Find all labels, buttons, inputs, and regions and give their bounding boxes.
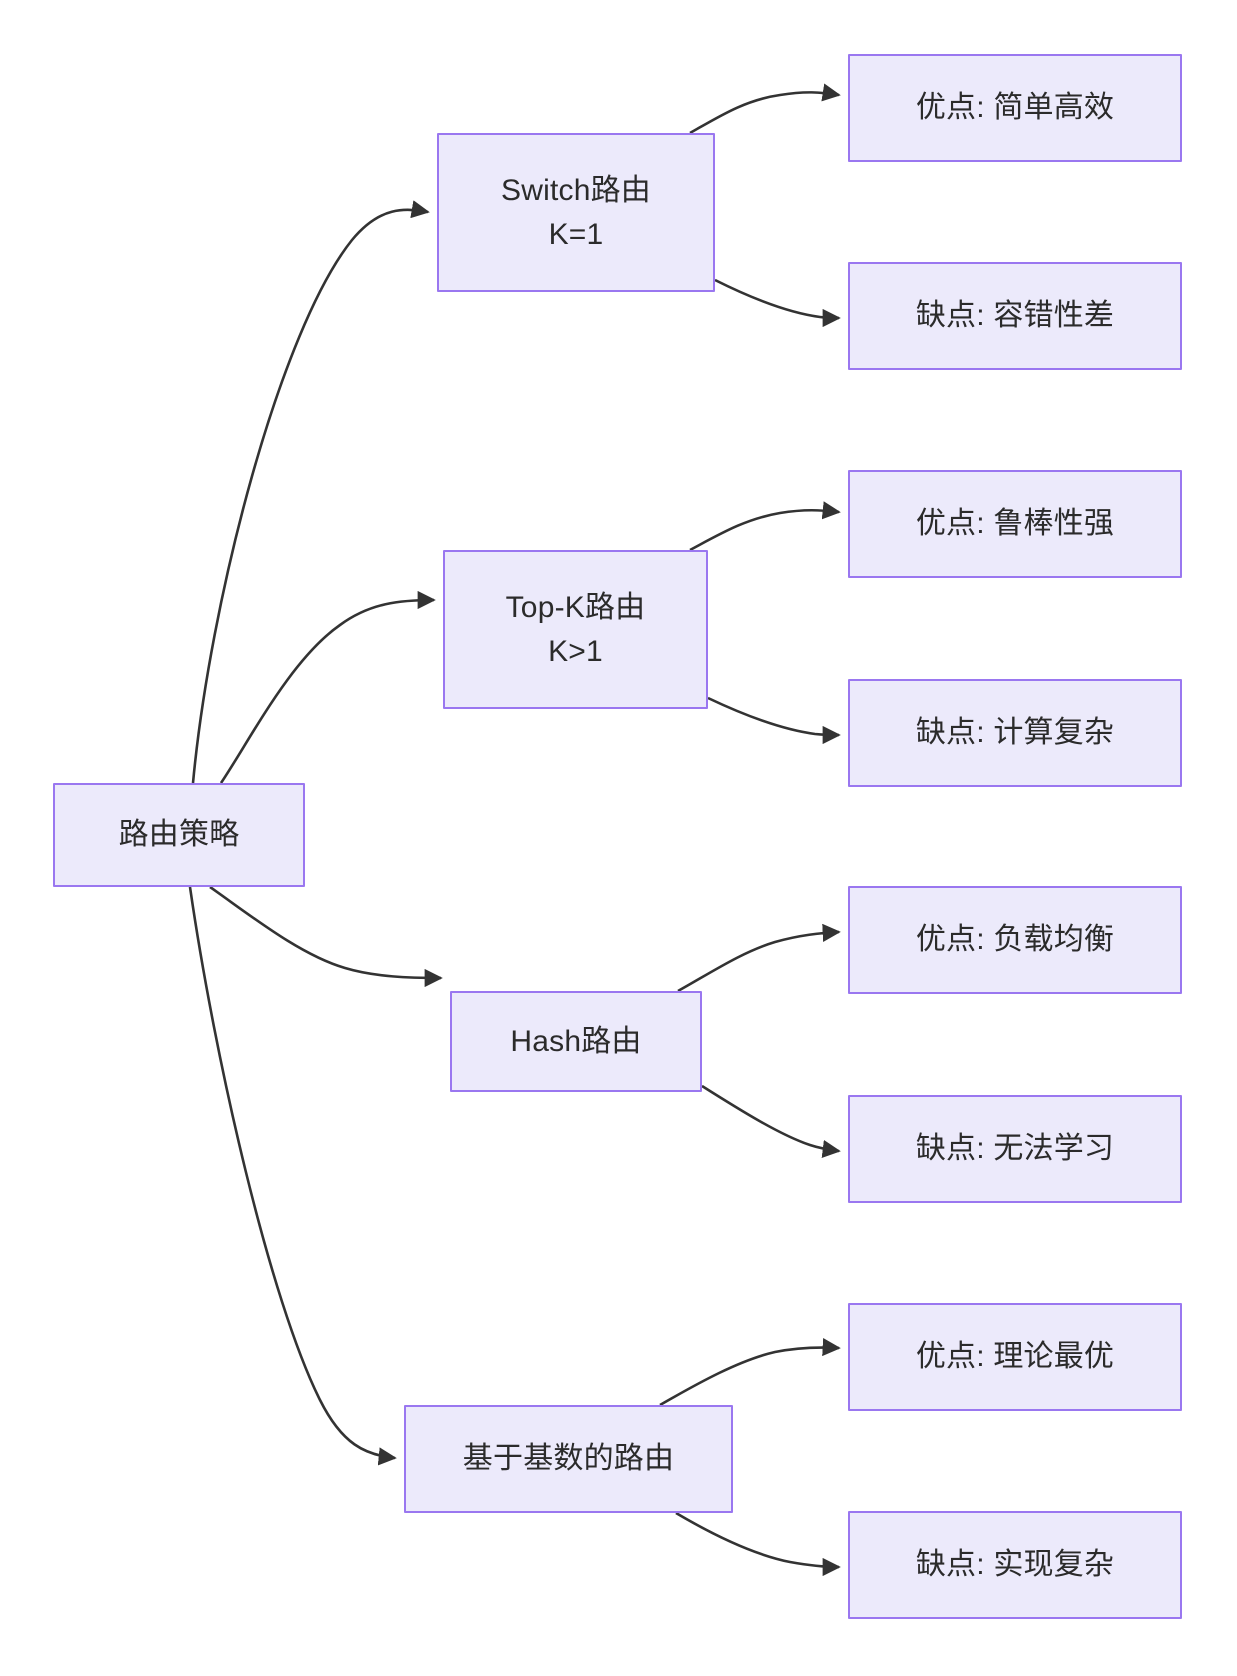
node-base-routing-label: 基于基数的路由	[462, 1442, 675, 1476]
node-base-pro[interactable]: 优点: 理论最优	[848, 1303, 1182, 1411]
edge-root-base	[188, 886, 397, 1466]
edge-topk-con	[707, 696, 841, 745]
edge-root-hash	[209, 885, 443, 988]
node-base-routing[interactable]: 基于基数的路由	[404, 1405, 733, 1513]
node-topk-pro-label: 优点: 鲁棒性强	[915, 507, 1115, 541]
edge-root-switch	[191, 200, 430, 784]
edge-base-con	[675, 1511, 841, 1577]
node-hash-con[interactable]: 缺点: 无法学习	[848, 1095, 1182, 1203]
node-topk-pro[interactable]: 优点: 鲁棒性强	[848, 470, 1182, 578]
node-hash-routing[interactable]: Hash路由	[450, 991, 702, 1092]
edge-hash-con	[701, 1084, 841, 1158]
node-base-con-label: 缺点: 实现复杂	[915, 1548, 1115, 1582]
node-switch-pro[interactable]: 优点: 简单高效	[848, 54, 1182, 162]
node-hash-pro[interactable]: 优点: 负载均衡	[848, 886, 1182, 994]
node-root[interactable]: 路由策略	[53, 783, 305, 887]
edge-switch-pro	[689, 83, 841, 135]
node-root-label: 路由策略	[118, 818, 240, 852]
node-topk-routing-label: Top-K路由 K>1	[505, 591, 646, 668]
edge-base-pro	[659, 1338, 841, 1407]
node-hash-con-label: 缺点: 无法学习	[915, 1132, 1115, 1166]
node-switch-routing[interactable]: Switch路由 K=1	[437, 133, 715, 292]
edge-switch-con	[714, 278, 841, 328]
node-switch-con-label: 缺点: 容错性差	[915, 299, 1115, 333]
node-topk-routing[interactable]: Top-K路由 K>1	[443, 550, 708, 709]
edge-hash-pro	[677, 923, 841, 993]
edge-root-topk	[219, 590, 436, 784]
node-topk-con[interactable]: 缺点: 计算复杂	[848, 679, 1182, 787]
node-hash-routing-label: Hash路由	[510, 1024, 642, 1058]
node-base-con[interactable]: 缺点: 实现复杂	[848, 1511, 1182, 1619]
node-base-pro-label: 优点: 理论最优	[915, 1340, 1115, 1374]
edge-topk-pro	[689, 501, 841, 552]
node-switch-con[interactable]: 缺点: 容错性差	[848, 262, 1182, 370]
node-hash-pro-label: 优点: 负载均衡	[915, 923, 1115, 957]
node-switch-routing-label: Switch路由 K=1	[501, 174, 651, 251]
node-switch-pro-label: 优点: 简单高效	[915, 91, 1115, 125]
node-topk-con-label: 缺点: 计算复杂	[915, 716, 1115, 750]
